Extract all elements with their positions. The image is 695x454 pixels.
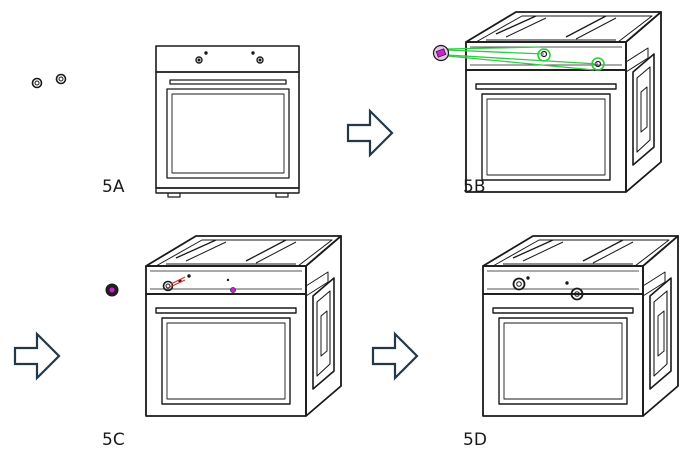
step-5c: 5C <box>102 235 342 450</box>
knob-part-icon <box>432 44 450 62</box>
oven-perspective-view <box>145 235 342 417</box>
green-guide-lines <box>446 46 605 71</box>
hollow-right-arrow-icon <box>13 332 61 380</box>
hollow-right-arrow-icon <box>346 109 394 157</box>
magenta-marker <box>230 287 236 293</box>
red-guide-lines <box>169 276 186 288</box>
oven-front-view <box>155 45 300 198</box>
step-label-5c: 5C <box>102 430 125 450</box>
knob-part-icon <box>105 283 119 297</box>
two-small-knob-rings-icon <box>31 73 67 89</box>
knob-installed-left <box>162 274 191 292</box>
oven-perspective-view <box>465 11 662 193</box>
step-label-5a: 5A <box>102 177 125 197</box>
step-5a: 5A <box>31 45 300 198</box>
step-5d: 5D <box>463 235 679 450</box>
step-label-5d: 5D <box>463 430 487 450</box>
hollow-right-arrow-icon <box>371 332 419 380</box>
step-5b: 5B <box>432 11 662 197</box>
step-label-5b: 5B <box>463 177 485 197</box>
knobs-installed <box>512 276 584 301</box>
oven-perspective-view <box>482 235 679 417</box>
